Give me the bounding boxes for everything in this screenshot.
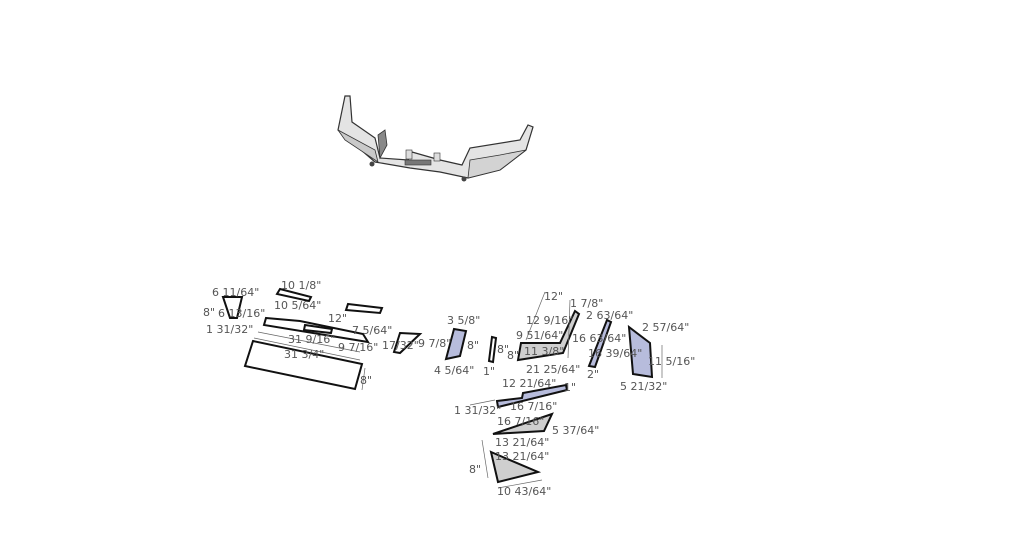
- dimension-label: 6 13/16": [218, 307, 265, 320]
- dimension-label: 9 7/16": [338, 341, 378, 354]
- dimension-label: 1 31/32": [454, 404, 501, 417]
- dimension-label: 5 21/32": [620, 380, 667, 393]
- part-grey-triangle-2[interactable]: [489, 450, 542, 484]
- cut-parts-right-group: [444, 309, 654, 484]
- part-trapezoid-small[interactable]: [221, 296, 244, 319]
- dimension-label: 8": [467, 339, 479, 352]
- part-blue-1[interactable]: [444, 327, 468, 361]
- dimension-label: 1 7/8": [570, 297, 603, 310]
- dimension-label: 1 31/32": [206, 323, 253, 336]
- part-grey-triangle-1[interactable]: [492, 412, 554, 435]
- dimension-label: 8": [507, 349, 519, 362]
- dimension-label: 1": [564, 381, 576, 394]
- dimension-label: 2 63/64": [586, 309, 633, 322]
- dimension-label: 31 3/4": [284, 348, 324, 361]
- dimension-label: 7 5/64": [352, 324, 392, 337]
- dimension-label: 8": [203, 306, 215, 319]
- dimension-label: 13 21/64": [495, 436, 549, 449]
- dimension-label: 8": [469, 463, 481, 476]
- part-slot[interactable]: [302, 323, 334, 335]
- part-grey-angle[interactable]: [516, 309, 581, 362]
- dimension-lines: [253, 291, 663, 489]
- dimension-label: 12": [328, 312, 347, 325]
- dimension-label: 16 63/64": [572, 332, 626, 345]
- dimension-label: 3 5/8": [447, 314, 480, 327]
- dimension-label: 17/32": [382, 339, 419, 352]
- dimension-label: 2": [587, 368, 599, 381]
- dimension-label: 16 7/16": [510, 400, 557, 413]
- dimension-label: 12 9/16": [526, 314, 573, 327]
- part-strip-2[interactable]: [344, 302, 384, 315]
- dimension-label: 5 37/64": [552, 424, 599, 437]
- dimension-label: 21 25/64": [526, 363, 580, 376]
- dimension-label: 16 7/16": [497, 415, 544, 428]
- part-thin-bar[interactable]: [487, 335, 498, 364]
- dimension-label: 9 51/64": [516, 329, 563, 342]
- part-blue-bar[interactable]: [495, 383, 569, 409]
- part-blue-2[interactable]: [587, 318, 613, 369]
- dimension-label: 13 21/64": [495, 450, 549, 463]
- dimension-label: 10 43/64": [497, 485, 551, 498]
- dimension-label: 8": [497, 343, 509, 356]
- dimension-label: 11 5/16": [648, 355, 695, 368]
- dimension-label: 8": [360, 374, 372, 387]
- dimension-label: 16 39/64": [588, 347, 642, 360]
- part-triangle-plate[interactable]: [392, 331, 423, 355]
- part-large-plate[interactable]: [243, 339, 364, 391]
- dimension-label: 12": [544, 290, 563, 303]
- part-strip-1[interactable]: [275, 287, 313, 303]
- dimension-label: 2 57/64": [642, 321, 689, 334]
- part-blue-3[interactable]: [627, 324, 654, 379]
- dimension-label: 1": [483, 365, 495, 378]
- dimension-labels: 6 11/64" 8" 6 13/16" 1 31/32" 10 1/8" 10…: [203, 279, 695, 498]
- bumper-3d-model[interactable]: [337, 95, 534, 182]
- dimension-label: 12 21/64": [502, 377, 556, 390]
- dimension-label: 6 11/64": [212, 286, 259, 299]
- dimension-label: 31 9/16": [288, 333, 335, 346]
- dimension-label: 9 7/8": [418, 337, 451, 350]
- dimension-label: 4 5/64": [434, 364, 474, 377]
- dimension-label: 11 3/8": [524, 345, 564, 358]
- dimension-label: 10 5/64": [274, 299, 321, 312]
- cut-parts-left-group: [221, 287, 423, 391]
- dimension-label: 10 1/8": [281, 279, 321, 292]
